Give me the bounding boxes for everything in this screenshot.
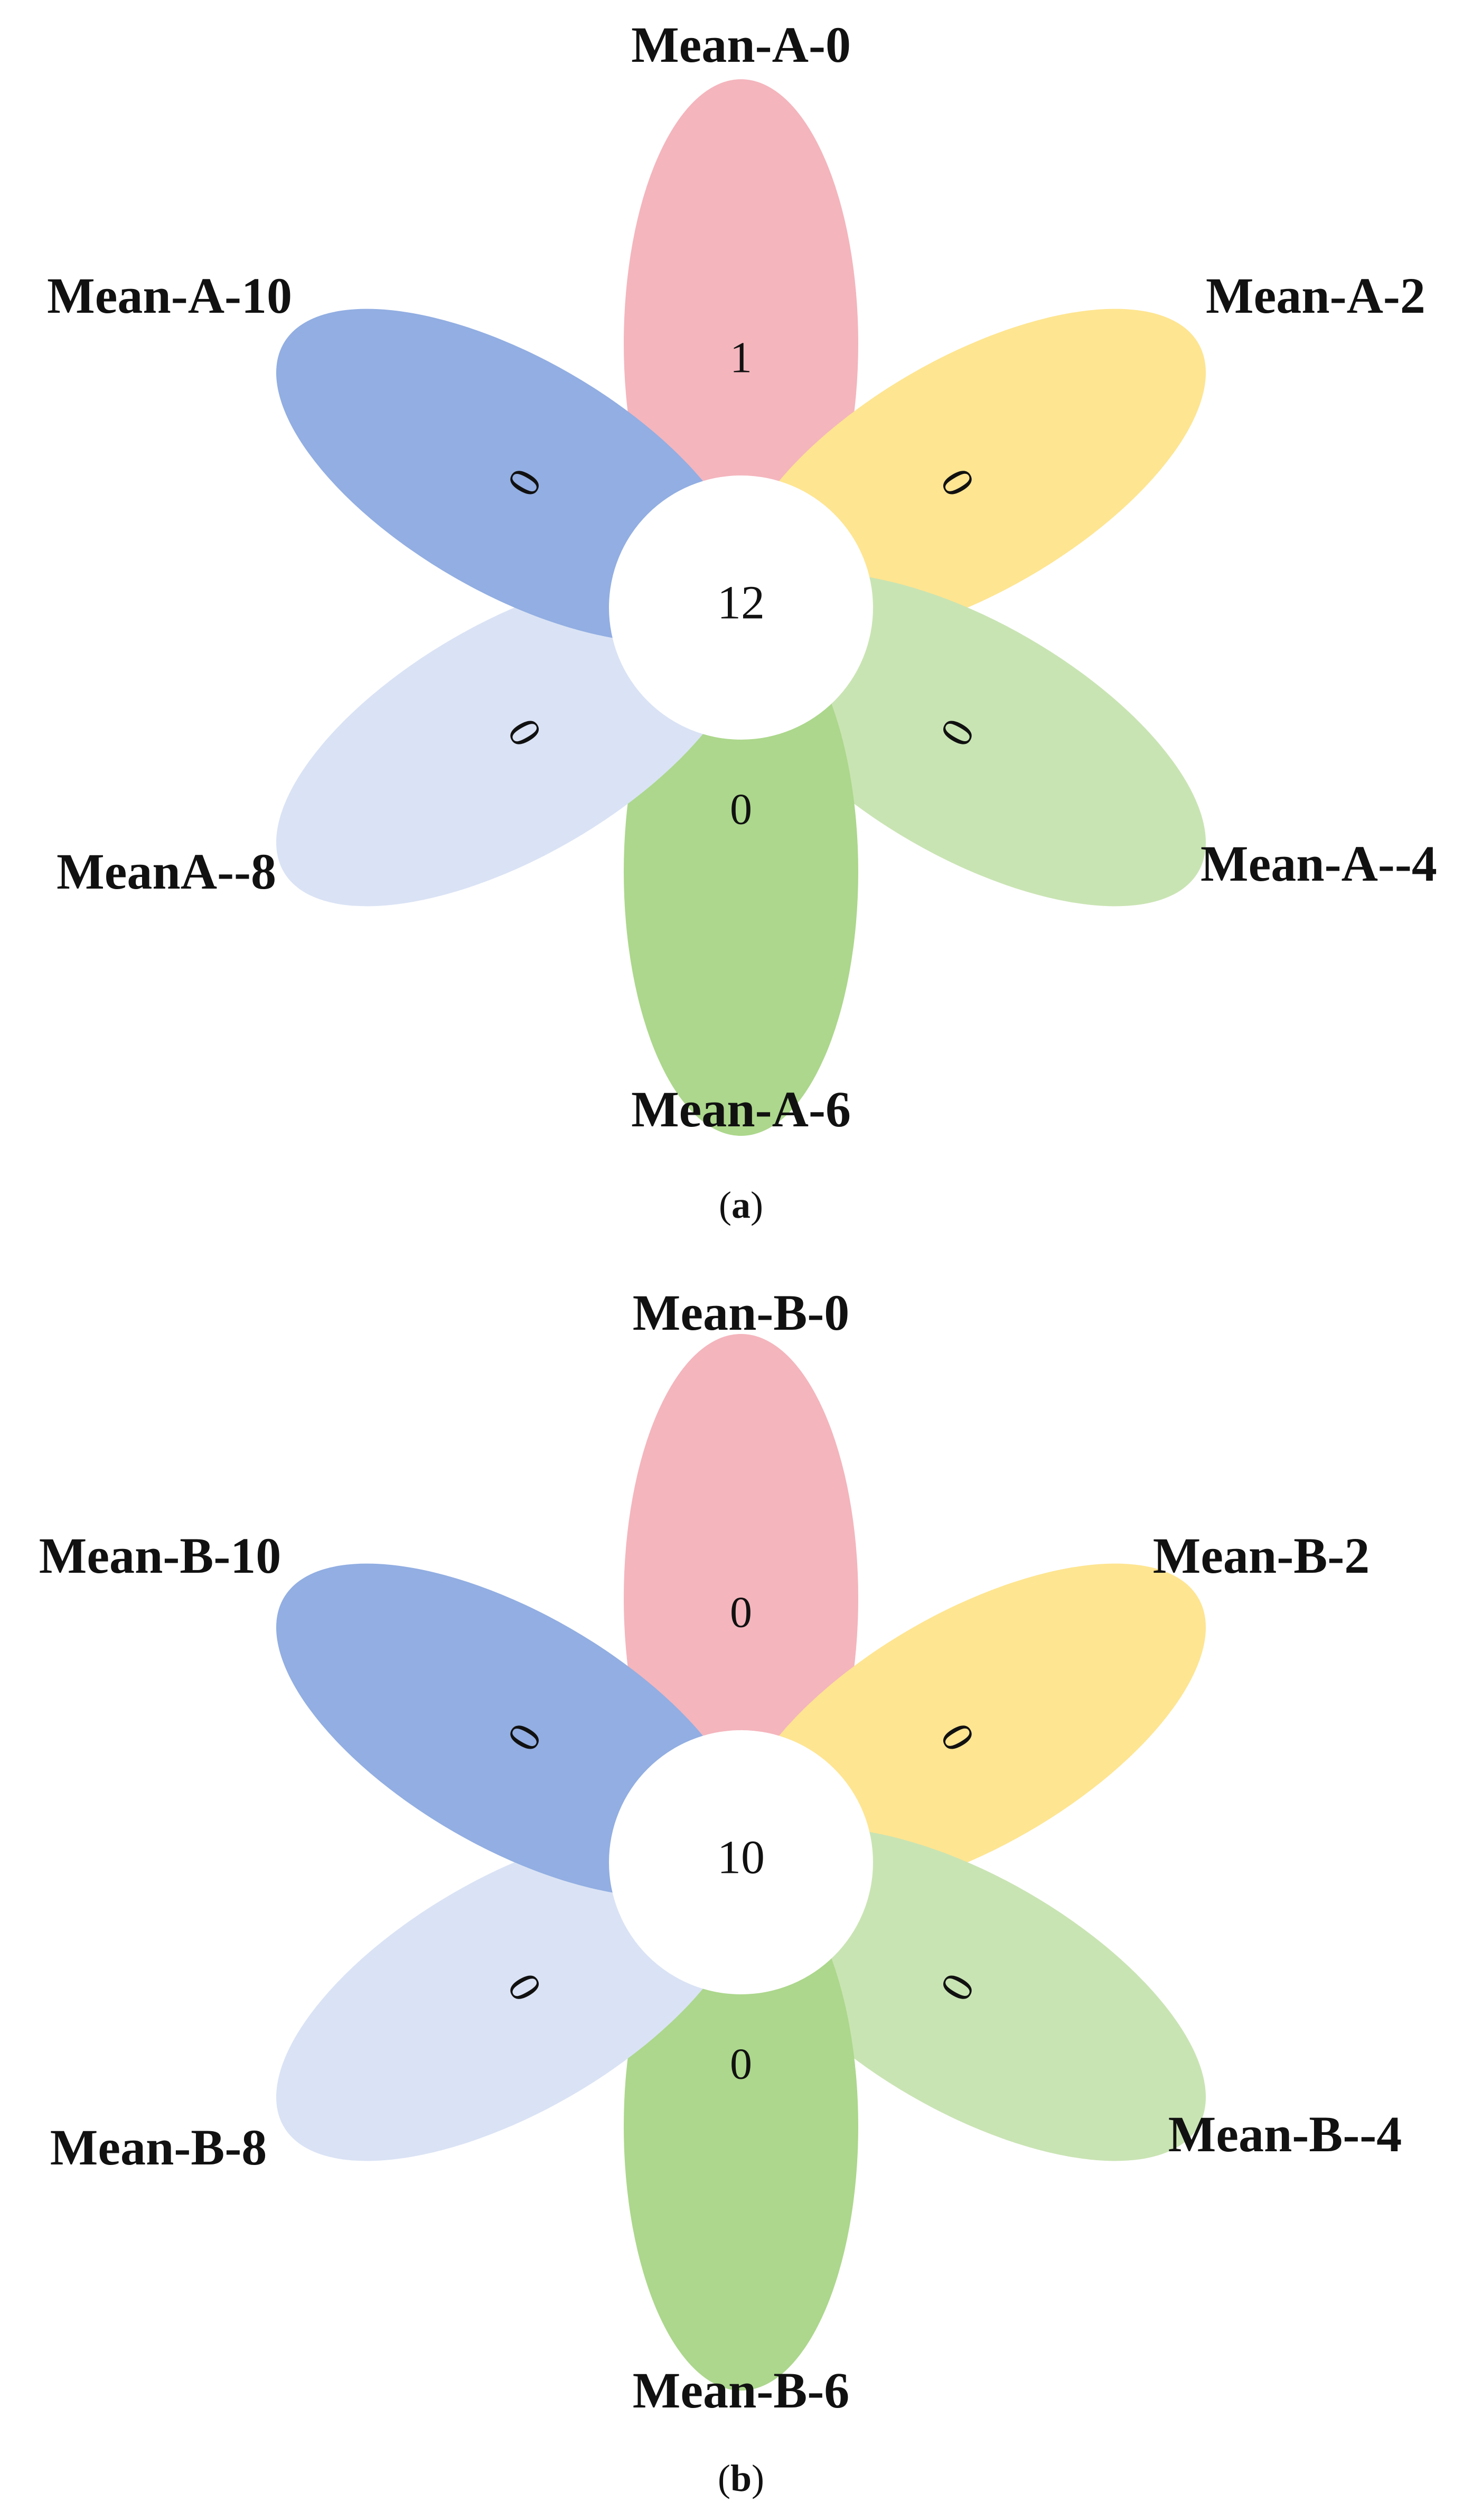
petal-label-0: Mean-B-0 [633, 1284, 850, 1341]
center-count: 12 [717, 577, 765, 629]
petal-count-0: 1 [730, 333, 752, 382]
petal-label-4: Mean-A--4 [1200, 835, 1437, 892]
flower-venn-diagram-a: 1 0 0 0 0 0 12 Mean-A-0 Mean-A-2 Mean-A-… [47, 16, 1437, 1226]
petal-count-6: 0 [730, 2039, 752, 2088]
flower-venn-svg-a: 1 0 0 0 0 0 12 Mean-A-0 Mean-A-2 Mean-A-… [47, 16, 1437, 1137]
petal-label-2: Mean-A-2 [1206, 267, 1425, 324]
panel-caption: (b) [717, 2457, 764, 2499]
petal-label-0: Mean-A-0 [631, 16, 851, 73]
flower-venn-svg-b: 0 0 0 0 0 0 10 Mean-B-0 Mean-B-2 Mean-B-… [39, 1284, 1402, 2419]
petal-label-10: Mean-B-10 [39, 1527, 282, 1584]
petal-count-6: 0 [730, 785, 752, 834]
petal-count-0: 0 [730, 1588, 752, 1637]
petal-label-8: MeanA--8 [57, 843, 276, 900]
flower-venn-diagram-b: 0 0 0 0 0 0 10 Mean-B-0 Mean-B-2 Mean-B-… [0, 1260, 1482, 2520]
petal-label-10: Mean-A-10 [47, 267, 292, 324]
center-circle [609, 475, 873, 740]
petal-label-8: Mean-B-8 [50, 2119, 267, 2176]
petal-label-2: Mean-B-2 [1153, 1527, 1370, 1584]
petal-label-6: Mean-B-6 [633, 2362, 850, 2419]
panel-caption: (a) [719, 1184, 763, 1226]
petal-label-4: Mean-B--4 [1168, 2106, 1402, 2162]
center-circle [609, 1730, 873, 1994]
center-count: 10 [717, 1832, 765, 1884]
petal-label-6: Mean-A-6 [631, 1081, 851, 1137]
